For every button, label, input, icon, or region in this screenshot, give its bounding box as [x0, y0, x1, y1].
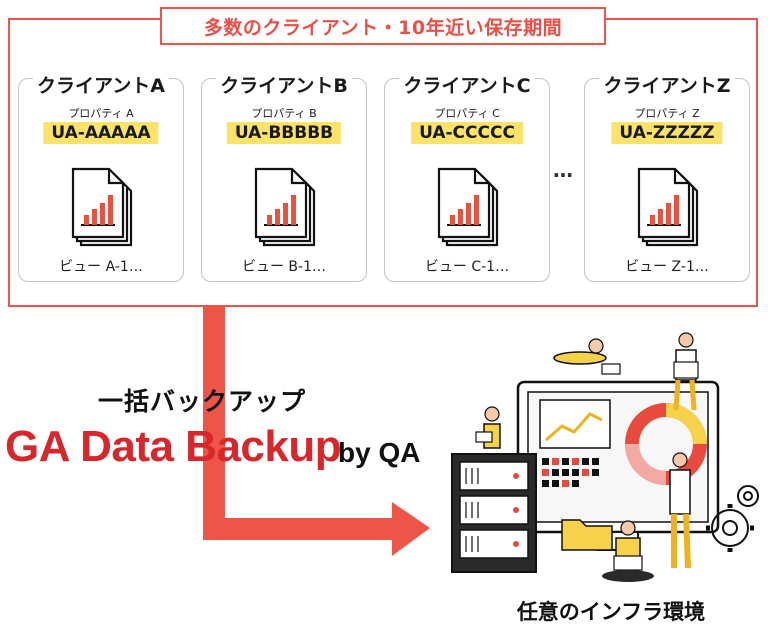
- ua-id: UA-CCCCC: [411, 122, 523, 144]
- person-phone-icon: [669, 452, 691, 569]
- person-standing-icon: [673, 332, 699, 411]
- client-card-z: クライアントZ プロパティ Z UA-ZZZZZ ビュー Z-1…: [584, 75, 750, 282]
- property-label: プロパティ Z: [634, 107, 700, 120]
- ua-id: UA-BBBBB: [226, 122, 342, 144]
- report-document-icon: [637, 167, 699, 247]
- clients-header: 多数のクライアント・10年近い保存期間: [160, 7, 606, 45]
- backup-subtitle: 一括バックアップ: [98, 387, 307, 416]
- report-document-icon: [71, 167, 133, 247]
- ua-id: UA-AAAAA: [43, 122, 159, 144]
- infra-caption: 任意のインフラ環境: [516, 600, 706, 624]
- client-card-c: クライアントC プロパティ C UA-CCCCC ビュー C-1…: [384, 75, 550, 282]
- more-clients-ellipsis: …: [553, 158, 573, 182]
- client-card-a: クライアントA プロパティ A UA-AAAAA ビュー A-1…: [18, 75, 184, 282]
- ua-id: UA-ZZZZZ: [611, 122, 723, 144]
- view-label: ビュー B-1…: [241, 259, 326, 275]
- view-label: ビュー A-1…: [59, 259, 143, 275]
- infra-illustration: [451, 332, 759, 582]
- person-laptop-icon: [602, 520, 654, 582]
- product-name: GA Data Backup: [5, 422, 342, 471]
- product-by: by QA: [338, 437, 421, 468]
- report-document-icon: [254, 167, 316, 247]
- dashboard-monitor-icon: [516, 380, 720, 551]
- client-name: クライアントB: [216, 75, 352, 97]
- view-label: ビュー Z-1…: [625, 259, 709, 275]
- client-name: クライアントC: [399, 75, 535, 97]
- client-name: クライアントA: [33, 75, 169, 97]
- property-label: プロパティ C: [434, 107, 500, 120]
- folder-icon: [561, 519, 613, 551]
- person-sitting-icon: [475, 406, 501, 449]
- property-label: プロパティ B: [251, 107, 317, 120]
- client-card-b: クライアントB プロパティ B UA-BBBBB ビュー B-1…: [201, 75, 367, 282]
- person-lying-icon: [553, 338, 621, 375]
- report-document-icon: [437, 167, 499, 247]
- client-name: クライアントZ: [599, 75, 735, 97]
- view-label: ビュー C-1…: [424, 259, 510, 275]
- property-label: プロパティ A: [68, 107, 134, 120]
- server-rack-icon: [451, 453, 537, 573]
- gear-icon: [706, 485, 759, 552]
